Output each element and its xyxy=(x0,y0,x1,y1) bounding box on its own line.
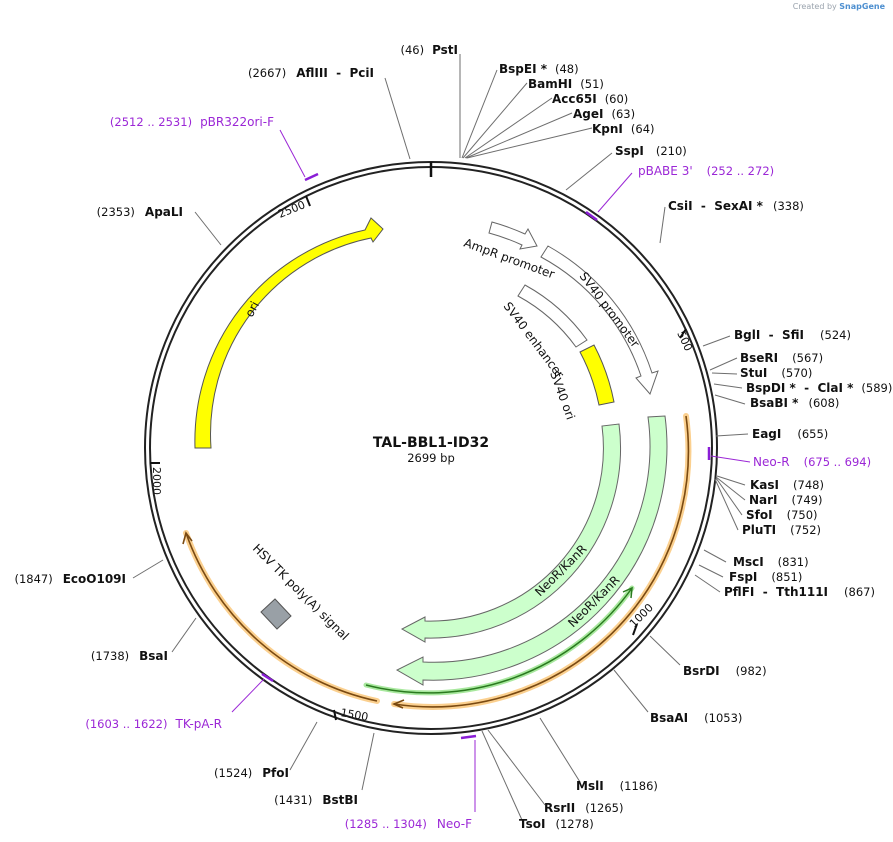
site-bamHI[interactable]: BamHI(51) xyxy=(528,77,604,91)
primer-neo-f[interactable]: (1285 .. 1304)Neo-F xyxy=(345,817,472,831)
plasmid-size: 2699 bp xyxy=(407,451,455,465)
feature-sv40-enhancer[interactable] xyxy=(517,284,588,348)
site-acc65I[interactable]: Acc65I(60) xyxy=(552,92,628,106)
site-fspI[interactable]: FspI(851) xyxy=(729,570,802,584)
site-stuI[interactable]: StuI(570) xyxy=(740,366,812,380)
site-pflFI-tth111I[interactable]: PflFI - Tth111I(867) xyxy=(724,585,875,599)
site-eagI[interactable]: EagI(655) xyxy=(752,427,828,441)
site-apaLI[interactable]: (2353)ApaLI xyxy=(97,205,183,219)
site-ecoO109I[interactable]: (1847)EcoO109I xyxy=(14,572,126,586)
snapgene-credit: Created by SnapGene xyxy=(793,2,885,11)
feature-neor-kanr-inner[interactable] xyxy=(400,423,622,643)
site-bstBI[interactable]: (1431)BstBI xyxy=(274,793,358,807)
tick-label-1500: 1500 xyxy=(339,706,369,724)
primer-tk-pa-r[interactable]: (1603 .. 1622)TK-pA-R xyxy=(85,717,222,731)
plasmid-name: TAL-BBL1-ID32 xyxy=(373,435,489,451)
site-sspI[interactable]: SspI(210) xyxy=(615,144,687,158)
site-tsoI[interactable]: TsoI(1278) xyxy=(519,817,594,831)
site-kasI[interactable]: KasI(748) xyxy=(750,478,824,492)
site-pstI[interactable]: (46)PstI xyxy=(400,43,458,57)
feature-label-sv40-ori: SV40 ori xyxy=(547,369,577,421)
site-aflIII-pciI[interactable]: (2667)AflIII - PciI xyxy=(248,66,374,80)
site-bsaBI[interactable]: BsaBI *(608) xyxy=(750,396,839,410)
feature-label-sv40-promoter: SV40 promoter xyxy=(577,269,643,350)
feature-ampr-promoter[interactable] xyxy=(488,221,538,250)
site-csiI-sexAI[interactable]: CsiI - SexAI *(338) xyxy=(668,199,804,213)
credit-brand: SnapGene xyxy=(839,2,885,11)
tick-label-2500: 2500 xyxy=(276,198,307,221)
site-bsaI[interactable]: (1738)BsaI xyxy=(91,649,168,663)
primer-pbr322ori-f[interactable]: (2512 .. 2531)pBR322ori-F xyxy=(110,115,274,129)
feature-sv40-ori[interactable] xyxy=(579,344,615,406)
feature-label-neor-kanr-inner: NeoR/KanR xyxy=(532,542,589,599)
feature-sv40-promoter[interactable] xyxy=(540,245,659,395)
site-sfoI[interactable]: SfoI(750) xyxy=(746,508,818,522)
feature-neor-kanr-outer[interactable] xyxy=(395,415,668,686)
primer-pbabe3[interactable]: pBABE 3'(252 .. 272) xyxy=(638,164,774,178)
site-bspDI-claI[interactable]: BspDI * - ClaI *(589) xyxy=(746,381,892,395)
site-labels: (46)PstI BspEI *(48) BamHI(51) Acc65I(60… xyxy=(14,43,892,831)
site-ageI[interactable]: AgeI(63) xyxy=(573,107,635,121)
site-leaders xyxy=(132,54,749,821)
orf-arcs xyxy=(182,413,692,710)
site-kpnI[interactable]: KpnI(64) xyxy=(592,122,655,136)
feature-label-neor-kanr-outer: NeoR/KanR xyxy=(565,573,622,630)
feature-ori[interactable] xyxy=(194,217,384,449)
feature-label-ampr-promoter: AmpR promoter xyxy=(462,236,556,282)
site-bspEI[interactable]: BspEI *(48) xyxy=(499,62,579,76)
site-bsrDI[interactable]: BsrDI(982) xyxy=(683,664,767,678)
primer-labels: pBABE 3'(252 .. 272) Neo-R(675 .. 694) (… xyxy=(85,115,871,831)
site-narI[interactable]: NarI(749) xyxy=(749,493,822,507)
site-mscI[interactable]: MscI(831) xyxy=(733,555,809,569)
feature-label-ori: ori xyxy=(242,299,262,319)
site-mslI[interactable]: MslI(1186) xyxy=(576,779,658,793)
site-bsaAI[interactable]: BsaAI(1053) xyxy=(650,711,742,725)
feature-hsv-tk-polya-box[interactable] xyxy=(260,598,292,630)
backbone xyxy=(144,161,718,735)
primer-markers xyxy=(231,129,751,812)
site-rsrII[interactable]: RsrII(1265) xyxy=(544,801,623,815)
tick-marks: 500 1000 1500 2000 2500 xyxy=(150,195,695,724)
site-bglI-sfiI[interactable]: BglI - SfiI(524) xyxy=(734,328,851,342)
site-bseRI[interactable]: BseRI(567) xyxy=(740,351,823,365)
site-pfoI[interactable]: (1524)PfoI xyxy=(214,766,289,780)
site-pluTI[interactable]: PluTI(752) xyxy=(742,523,821,537)
primer-neo-r[interactable]: Neo-R(675 .. 694) xyxy=(753,455,871,469)
feature-label-hsv-tk-polya: HSV TK poly(A) signal xyxy=(250,541,352,643)
tick-label-2000: 2000 xyxy=(150,467,163,495)
credit-prefix: Created by xyxy=(792,2,837,11)
